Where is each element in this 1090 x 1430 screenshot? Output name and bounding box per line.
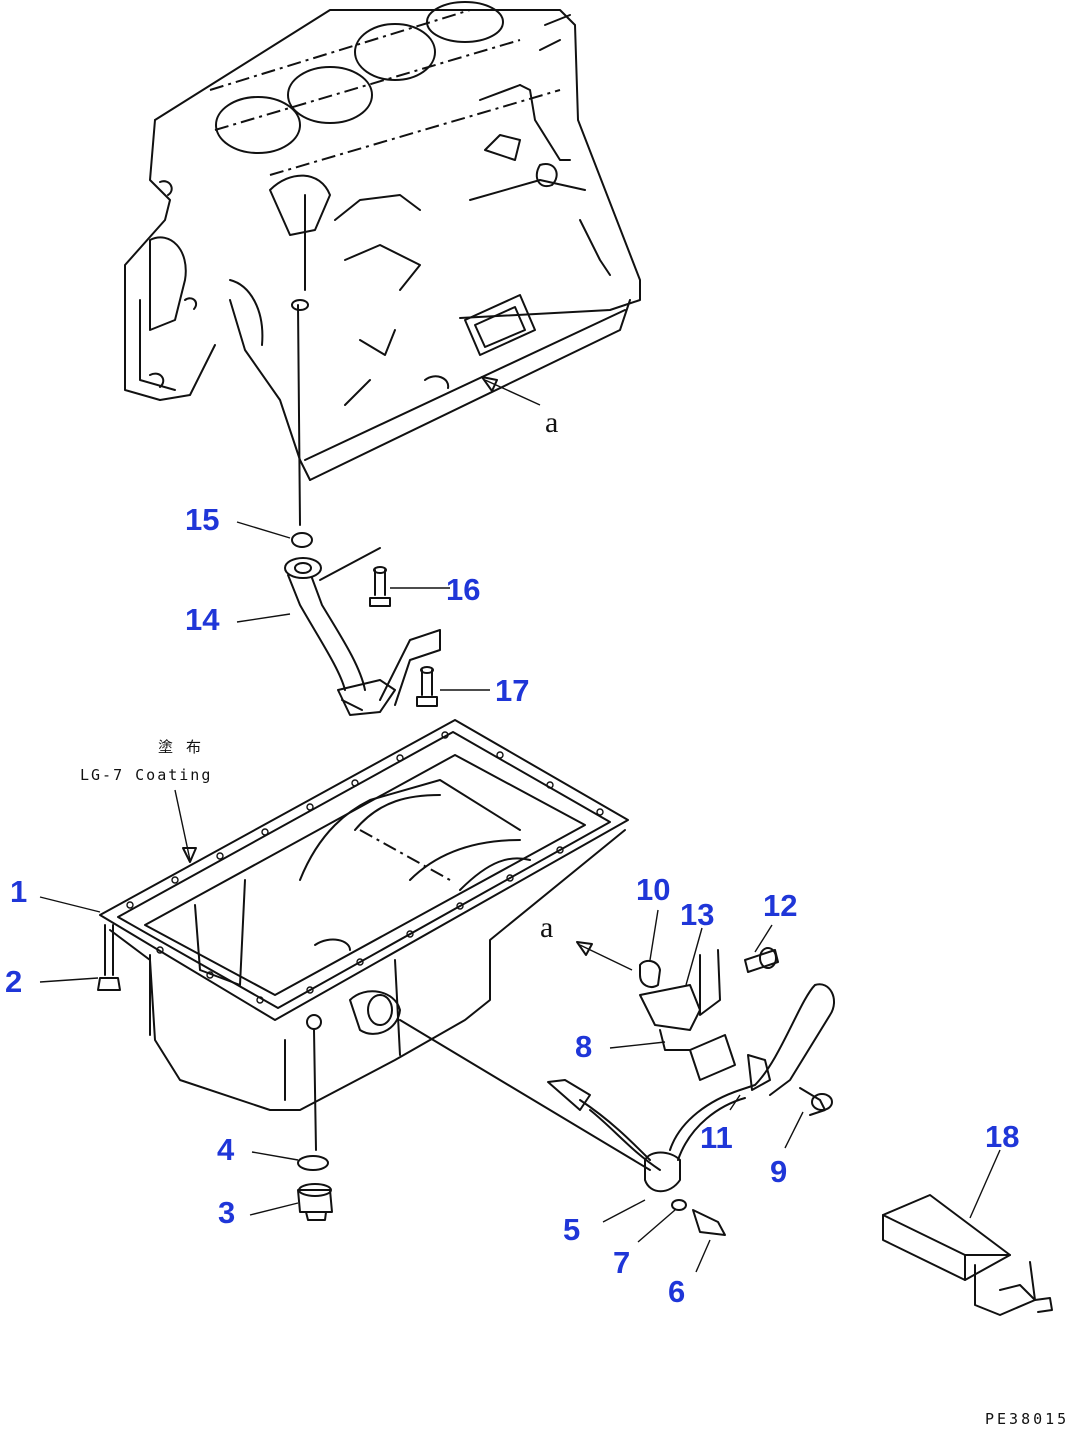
callout-14: 14 xyxy=(185,602,220,637)
callout-5: 5 xyxy=(563,1212,580,1247)
ref-label-a-top: a xyxy=(545,406,558,439)
plug-3 xyxy=(297,1183,333,1221)
callout-18: 18 xyxy=(985,1119,1019,1154)
callout-6: 6 xyxy=(668,1274,685,1309)
callout-4: 4 xyxy=(217,1132,235,1167)
callout-16: 16 xyxy=(446,572,480,607)
engine-block xyxy=(124,1,641,481)
callouts: 1 2 3 4 5 6 7 8 9 10 11 12 13 14 15 16 1… xyxy=(5,502,1019,1309)
coating-note-jp: 塗 布 xyxy=(158,738,203,756)
bolt-17 xyxy=(416,666,438,707)
suction-pipe xyxy=(284,299,441,716)
callout-9: 9 xyxy=(770,1154,787,1189)
leader-lines xyxy=(39,376,1001,1273)
callout-17: 17 xyxy=(495,673,529,708)
oil-pan xyxy=(99,719,629,1111)
callout-2: 2 xyxy=(5,964,22,999)
callout-7: 7 xyxy=(613,1245,630,1280)
washer-4 xyxy=(297,1029,329,1171)
coating-note-en: LG-7 Coating xyxy=(80,766,212,784)
callout-12: 12 xyxy=(763,888,797,923)
sensor-harness xyxy=(399,947,835,1236)
ref-label-a-mid: a xyxy=(540,911,553,944)
drawing-code: PE38015 xyxy=(985,1410,1069,1428)
callout-13: 13 xyxy=(680,897,714,932)
callout-10: 10 xyxy=(636,872,670,907)
pan-flange-holes xyxy=(126,731,604,1004)
bolt-2 xyxy=(97,924,121,991)
bolt-16 xyxy=(369,566,391,607)
tool-18 xyxy=(882,1194,1053,1316)
callout-11: 11 xyxy=(700,1120,733,1155)
callout-1: 1 xyxy=(10,874,27,909)
callout-3: 3 xyxy=(218,1195,235,1230)
callout-8: 8 xyxy=(575,1029,592,1064)
callout-15: 15 xyxy=(185,502,219,537)
